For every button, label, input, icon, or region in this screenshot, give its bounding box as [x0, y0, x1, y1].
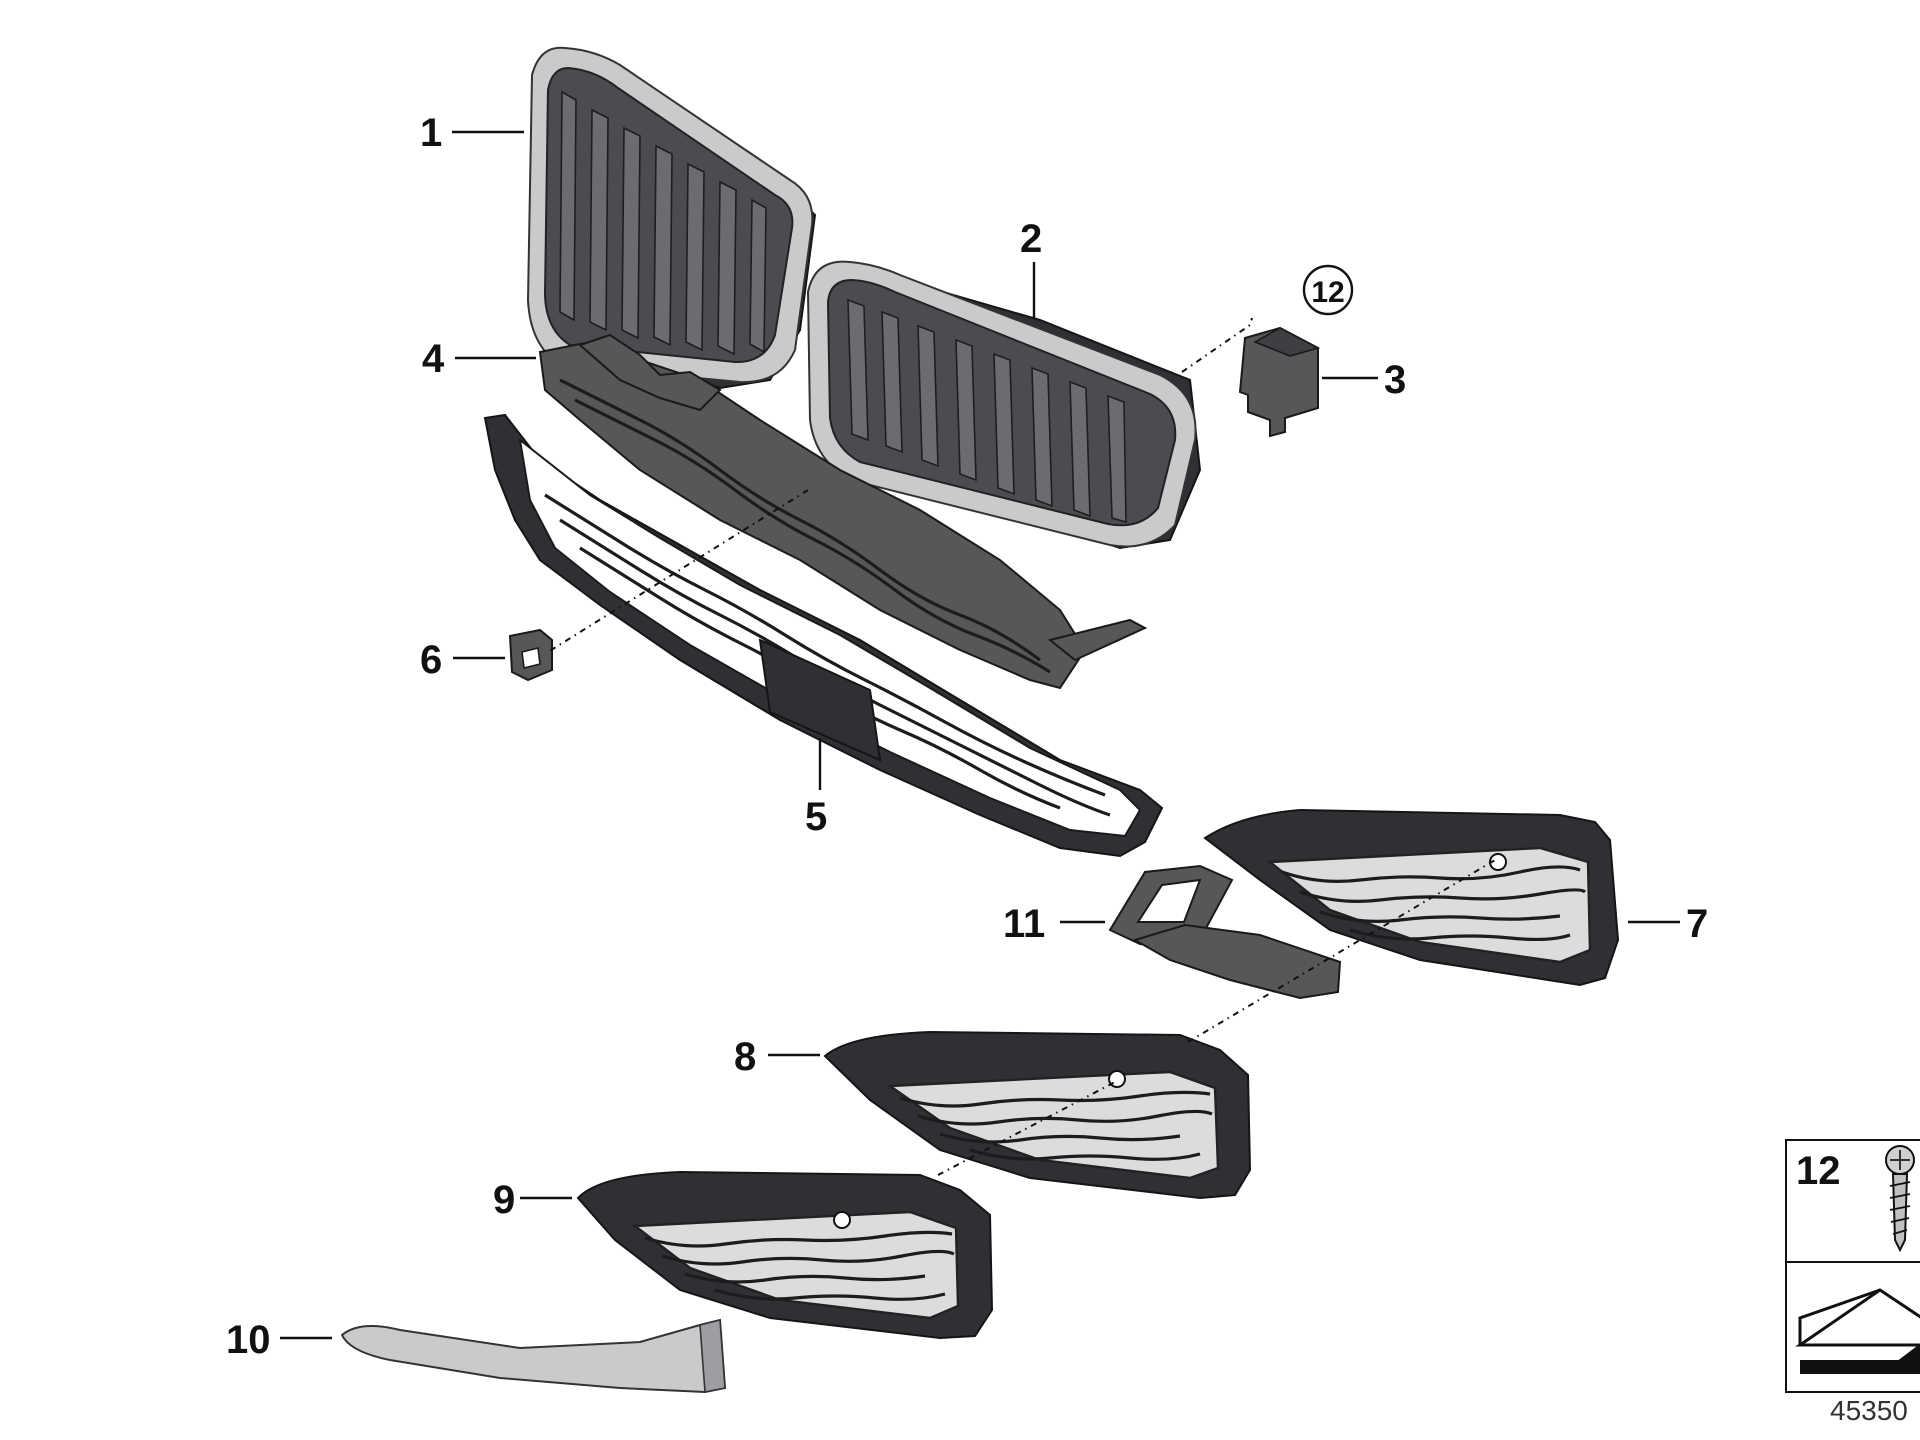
callout-8: 8: [734, 1035, 756, 1079]
part-9-side-grille-lower: [576, 1170, 994, 1340]
legend-panel: 12: [1785, 1139, 1920, 1393]
callout-leaders: [280, 130, 1680, 1340]
callout-11: 11: [1003, 902, 1045, 946]
callout-12: 12: [1311, 276, 1344, 309]
legend-number: 12: [1796, 1149, 1841, 1193]
assembly-lines: [547, 317, 1496, 1176]
tapping-screw-icon: [1885, 1145, 1915, 1253]
part-6-clip: [508, 628, 553, 682]
callout-4: 4: [422, 337, 445, 381]
part-3-bracket: [1238, 326, 1321, 438]
drawing-number: 45350: [1830, 1395, 1908, 1426]
callout-6: 6: [420, 638, 442, 682]
part-8-side-grille-middle: [823, 1030, 1252, 1200]
part-5-lower-grille: [483, 413, 1164, 858]
callout-9: 9: [493, 1178, 515, 1222]
part-11-duct-cover: [1108, 864, 1342, 1000]
callout-1: 1: [420, 111, 442, 155]
callout-numbers: 1 2 3 4 5 6 7 8 9 10 11 12: [226, 111, 1708, 1362]
callout-5: 5: [805, 795, 827, 839]
bracket-wedge-icon: [1795, 1288, 1920, 1374]
callout-2: 2: [1020, 217, 1042, 261]
part-1-kidney-grille-left: [526, 46, 817, 390]
part-7-side-grille-right: [1203, 808, 1620, 987]
part-2-kidney-grille-right: [806, 260, 1202, 550]
callout-7: 7: [1686, 902, 1708, 946]
part-10-trim-strip: [340, 1318, 727, 1394]
grille-slats-left: [559, 90, 767, 356]
part-4-grille-carrier: [538, 333, 1148, 690]
callout-12-circled: 12: [1302, 264, 1354, 316]
callout-3: 3: [1384, 358, 1406, 402]
grille-slats-right: [847, 298, 1127, 524]
callout-10: 10: [226, 1318, 271, 1362]
